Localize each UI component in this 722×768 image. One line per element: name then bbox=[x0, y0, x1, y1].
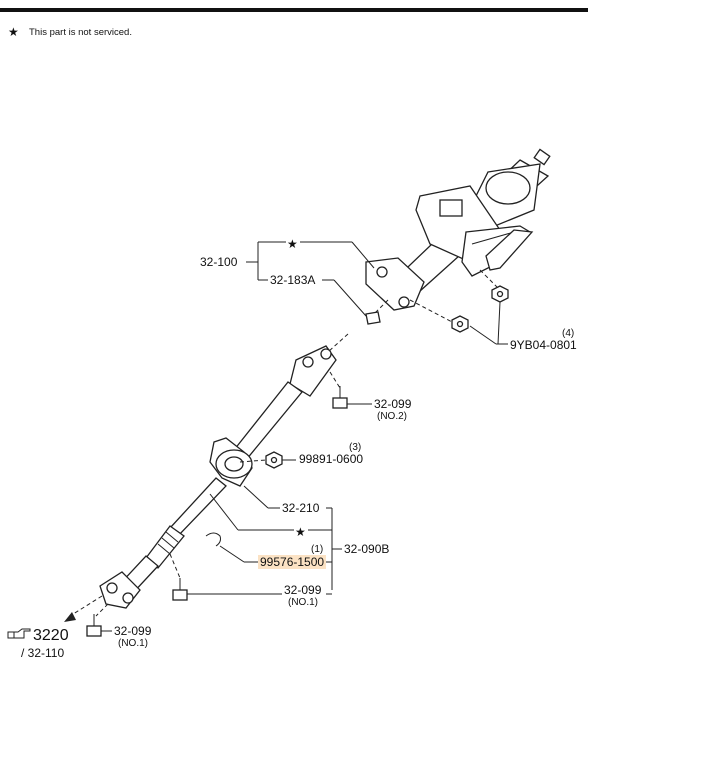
label-32-099-no1-a[interactable]: 32-099 bbox=[284, 583, 322, 597]
intermediate-shaft-assembly[interactable] bbox=[99, 345, 337, 609]
bolt-32-099-no1-a[interactable] bbox=[172, 578, 188, 601]
label-9YB04-0801[interactable]: 9YB04-0801 bbox=[510, 338, 577, 352]
label-32-090B[interactable]: 32-090B bbox=[344, 542, 389, 556]
nut-9YB04-b[interactable] bbox=[451, 315, 469, 333]
label-32-183A[interactable]: 32-183A bbox=[270, 273, 315, 287]
not-serviced-star-shaft: ★ bbox=[295, 525, 306, 539]
ref-sub[interactable]: / 32-110 bbox=[21, 646, 64, 660]
reference-link[interactable]: 3220 / 32-110 bbox=[7, 627, 69, 660]
upper-column-assembly[interactable] bbox=[365, 148, 551, 311]
label-no2: (NO.2) bbox=[377, 411, 407, 422]
label-32-099-no2[interactable]: 32-099 bbox=[374, 397, 412, 411]
pointing-hand-icon bbox=[7, 628, 31, 639]
clip-32-183A[interactable] bbox=[365, 311, 381, 325]
label-99576-1500[interactable]: 99576-1500 bbox=[260, 555, 324, 569]
header-rule bbox=[0, 8, 588, 12]
direction-arrow bbox=[64, 612, 76, 622]
label-no1-a: (NO.1) bbox=[288, 597, 318, 608]
label-32-099-no1-b[interactable]: 32-099 bbox=[114, 624, 152, 638]
label-32-100[interactable]: 32-100 bbox=[200, 255, 238, 269]
bolt-32-099-no1-b[interactable] bbox=[86, 614, 102, 637]
label-99891-qty: (3) bbox=[349, 442, 361, 453]
label-32-210[interactable]: 32-210 bbox=[282, 501, 320, 515]
label-9YB04-qty: (4) bbox=[562, 328, 574, 339]
label-99576-qty: (1) bbox=[311, 544, 323, 555]
nut-99891-0600[interactable] bbox=[265, 451, 283, 469]
bolt-32-099-no2[interactable] bbox=[332, 386, 348, 409]
not-serviced-star-upper: ★ bbox=[287, 237, 298, 251]
star-icon: ★ bbox=[8, 25, 19, 39]
ref-number[interactable]: 3220 bbox=[33, 627, 69, 644]
label-99891-0600[interactable]: 99891-0600 bbox=[299, 452, 363, 466]
clip-99576-1500[interactable] bbox=[205, 532, 221, 547]
not-serviced-note: This part is not serviced. bbox=[29, 27, 132, 38]
label-no1-b: (NO.1) bbox=[118, 638, 148, 649]
nut-9YB04-a[interactable] bbox=[491, 285, 509, 303]
highlight-99576 bbox=[258, 555, 326, 569]
